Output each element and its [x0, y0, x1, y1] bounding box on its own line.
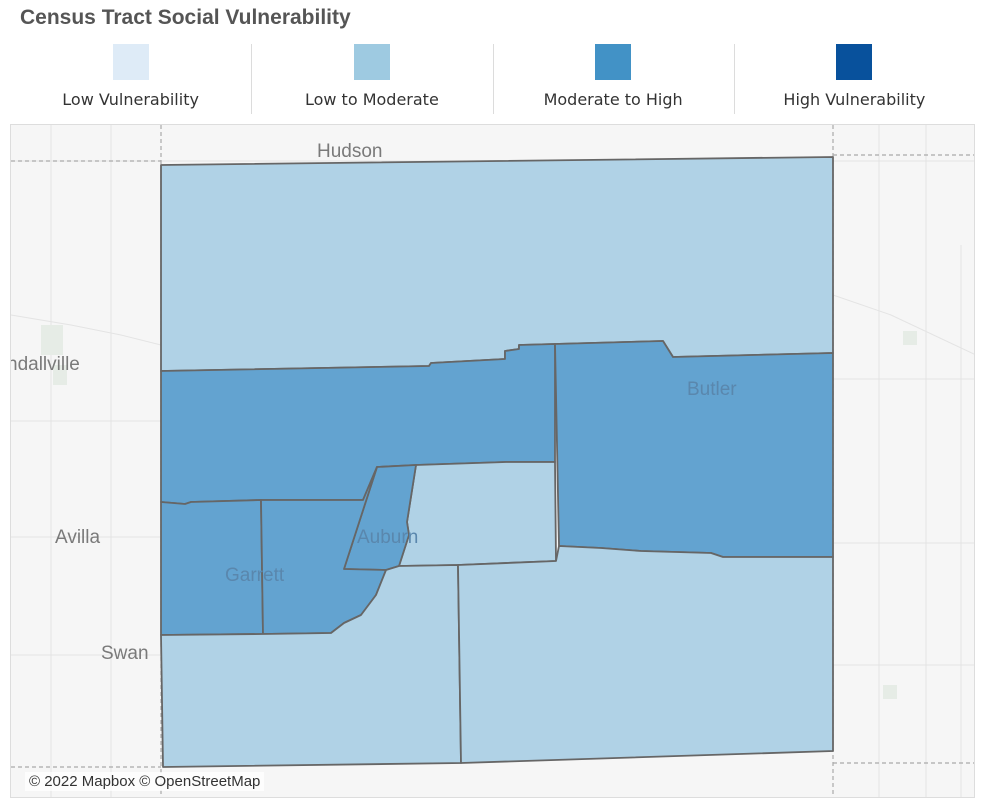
- legend: Low Vulnerability Low to Moderate Modera…: [10, 42, 975, 114]
- legend-label-moderate-to-high: Moderate to High: [543, 90, 683, 109]
- place-labels: Hudson ndallville Butler Avilla Auburn G…: [11, 141, 737, 664]
- tract-southwest[interactable]: [160, 564, 462, 768]
- map-attribution[interactable]: © 2022 Mapbox © OpenStreetMap: [25, 772, 265, 791]
- place-label-garrett: Garrett: [225, 565, 285, 586]
- map-canvas[interactable]: Hudson ndallville Butler Avilla Auburn G…: [11, 125, 975, 798]
- legend-item-moderate-to-high[interactable]: Moderate to High: [492, 42, 734, 114]
- legend-label-high: High Vulnerability: [783, 90, 926, 109]
- tract-auburn-east[interactable]: [398, 461, 557, 567]
- tract-butler[interactable]: [554, 340, 834, 558]
- census-tracts: [160, 156, 834, 768]
- legend-item-low[interactable]: Low Vulnerability: [10, 42, 251, 114]
- map-view[interactable]: Hudson ndallville Butler Avilla Auburn G…: [10, 124, 975, 798]
- legend-label-low-to-moderate: Low to Moderate: [304, 90, 439, 109]
- tract-southeast[interactable]: [457, 545, 834, 764]
- legend-item-low-to-moderate[interactable]: Low to Moderate: [251, 42, 492, 114]
- place-label-butler: Butler: [687, 379, 737, 400]
- legend-swatch-moderate-to-high: [595, 44, 632, 80]
- place-label-avilla: Avilla: [55, 527, 100, 548]
- basemap-towns: [41, 325, 917, 699]
- place-label-swan: Swan: [101, 643, 149, 664]
- place-label-hudson: Hudson: [317, 141, 383, 162]
- place-label-kendallville: ndallville: [11, 354, 80, 375]
- legend-item-high[interactable]: High Vulnerability: [733, 42, 975, 114]
- place-label-auburn: Auburn: [357, 527, 418, 548]
- legend-swatch-high: [836, 44, 873, 80]
- map-title: Census Tract Social Vulnerability: [20, 6, 351, 29]
- legend-label-low: Low Vulnerability: [62, 90, 199, 109]
- legend-swatch-low: [112, 44, 149, 80]
- tract-north[interactable]: [160, 156, 834, 372]
- legend-swatch-low-to-moderate: [353, 44, 390, 80]
